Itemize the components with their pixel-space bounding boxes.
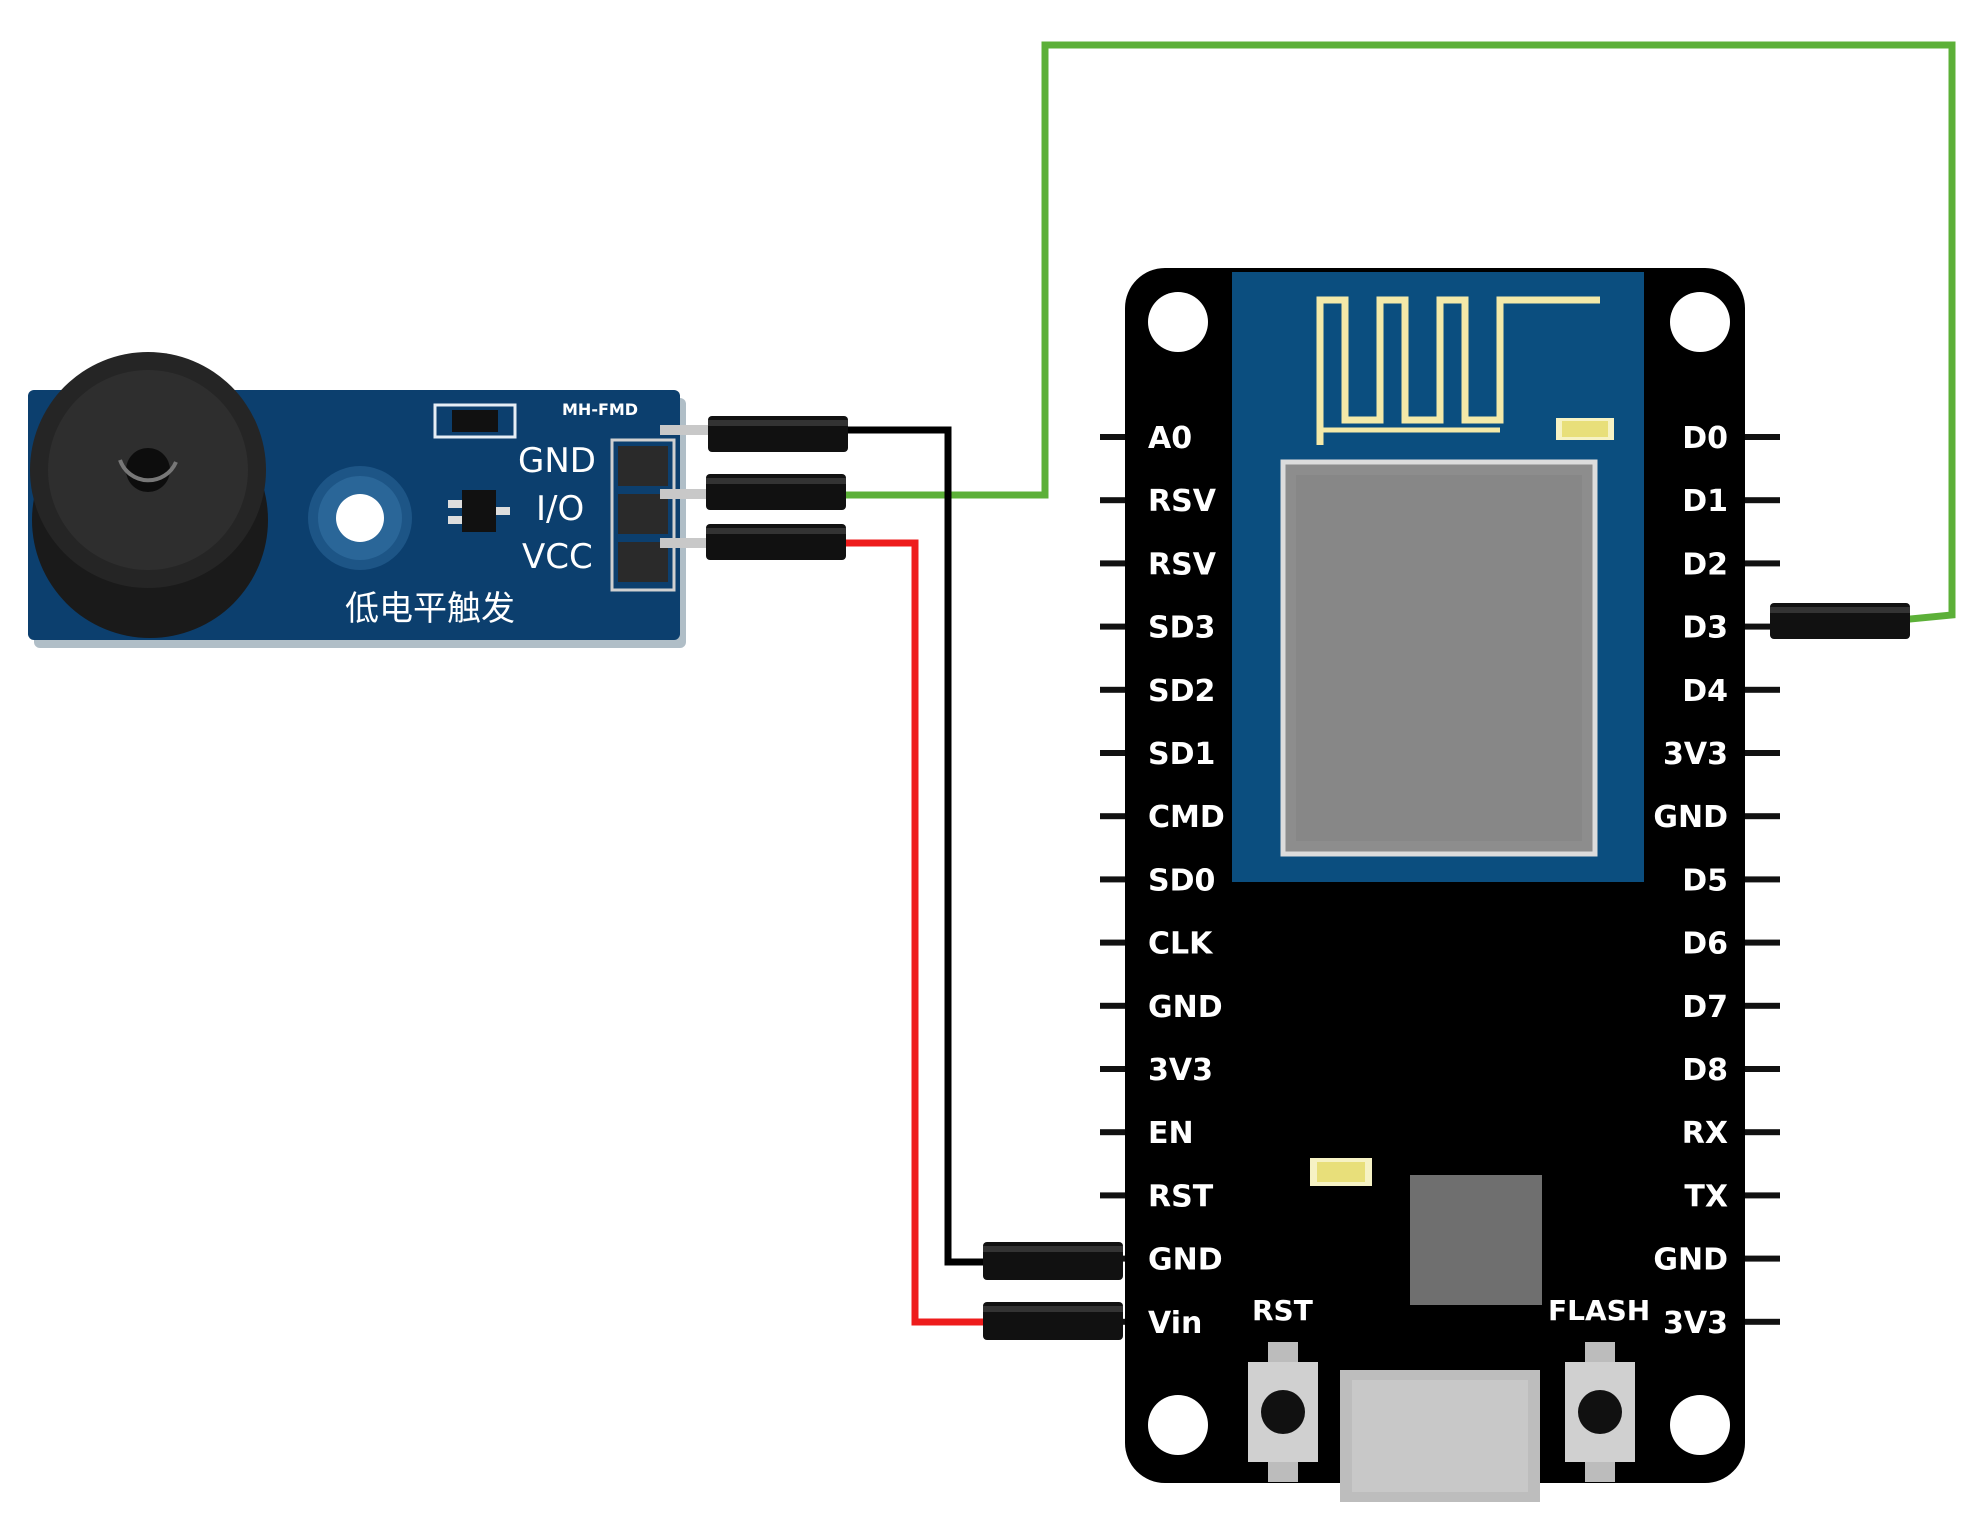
right-header-pin (1740, 434, 1780, 440)
left-pin-label: CMD (1148, 800, 1225, 835)
left-pin-label: GND (1148, 1243, 1223, 1278)
right-pin-label: RX (1682, 1116, 1728, 1151)
right-pin-label: D3 (1682, 611, 1728, 646)
right-header-pin (1740, 623, 1780, 630)
left-pin-label: SD1 (1148, 737, 1215, 772)
right-pin-label: D7 (1682, 990, 1728, 1025)
right-pin-label: D6 (1682, 927, 1728, 962)
right-header-pin (1740, 1192, 1780, 1199)
left-pin-label: GND (1148, 990, 1223, 1025)
right-header-pin (1740, 813, 1780, 820)
left-header-pin (1100, 623, 1140, 630)
module-model-label: MH-FMD (562, 400, 638, 419)
left-header-pin (1100, 497, 1140, 504)
left-pin-label: RSV (1148, 547, 1217, 582)
rst-button[interactable] (1248, 1342, 1318, 1482)
left-pin-label: SD3 (1148, 611, 1215, 646)
right-pin-label: D0 (1682, 421, 1728, 456)
right-header-pin (1740, 876, 1780, 883)
right-pin-label: TX (1684, 1179, 1728, 1214)
flash-button[interactable] (1565, 1342, 1635, 1482)
right-pin-label: D1 (1682, 484, 1728, 519)
left-pin-label: A0 (1148, 421, 1192, 456)
left-pin-label: RSV (1148, 484, 1217, 519)
left-header-pin (1100, 813, 1140, 820)
right-header-pin (1740, 750, 1780, 756)
buzzer-module: MH-FMD GND I/O VCC 低电平触发 (28, 352, 848, 648)
resistor-icon (433, 403, 517, 439)
left-header-pin (1100, 1066, 1140, 1072)
right-header-pin (1740, 560, 1780, 567)
left-header-pin (1100, 1002, 1140, 1009)
right-pin-label: GND (1653, 1243, 1728, 1278)
wires (840, 41, 1956, 1326)
usb-chip (1410, 1175, 1542, 1305)
wire-io-d3 (840, 41, 1956, 624)
left-pin-label: CLK (1148, 927, 1214, 962)
rst-button-label: RST (1252, 1294, 1313, 1327)
right-header-pin (1740, 1002, 1780, 1009)
left-pin-label: RST (1148, 1179, 1214, 1214)
board-hole-br (1670, 1395, 1730, 1455)
left-header-pin (1100, 686, 1140, 693)
module-pin-io-label: I/O (536, 489, 584, 529)
right-header-pin (1740, 1129, 1780, 1136)
left-header-pin (1100, 876, 1140, 883)
flash-button-label: FLASH (1548, 1294, 1650, 1327)
transistor-icon (448, 490, 510, 532)
right-header-pin (1740, 939, 1780, 946)
right-pin-label: 3V3 (1663, 1306, 1728, 1341)
right-header-pin (1740, 1066, 1780, 1072)
left-pin-label: SD0 (1148, 863, 1215, 898)
left-header-pin (1100, 1192, 1140, 1199)
board-hole-bl (1148, 1395, 1208, 1455)
board-hole-tl (1148, 292, 1208, 352)
left-pin-label: 3V3 (1148, 1053, 1213, 1088)
right-pin-label: D4 (1682, 674, 1728, 709)
module-pin-vcc-label: VCC (522, 537, 593, 577)
board-hole-tr (1670, 292, 1730, 352)
right-pin-label: D5 (1682, 863, 1728, 898)
antenna-icon (1316, 296, 1600, 445)
right-pin-label: D8 (1682, 1053, 1728, 1088)
board-connectors (983, 603, 1910, 1340)
left-pin-label: Vin (1148, 1306, 1202, 1341)
right-header-pin (1740, 1318, 1780, 1325)
module-pin-gnd-label: GND (518, 441, 596, 481)
left-header-pin (1100, 939, 1140, 946)
right-header-pin (1740, 497, 1780, 504)
left-header-pin (1100, 560, 1140, 567)
right-pin-label: D2 (1682, 547, 1728, 582)
right-header-pin (1740, 1255, 1780, 1262)
right-header-pin (1740, 686, 1780, 693)
left-pin-label: EN (1148, 1116, 1194, 1151)
left-header-pin (1100, 750, 1140, 756)
right-pin-label: GND (1653, 800, 1728, 835)
right-pin-label: 3V3 (1663, 737, 1728, 772)
module-caption: 低电平触发 (345, 589, 515, 629)
left-header-pin (1100, 1129, 1140, 1136)
pin-header (610, 438, 676, 592)
wire-vcc-vin (840, 539, 985, 1326)
left-pin-label: SD2 (1148, 674, 1215, 709)
left-header-pin (1100, 434, 1140, 440)
wire-gnd-gnd (842, 426, 985, 1266)
